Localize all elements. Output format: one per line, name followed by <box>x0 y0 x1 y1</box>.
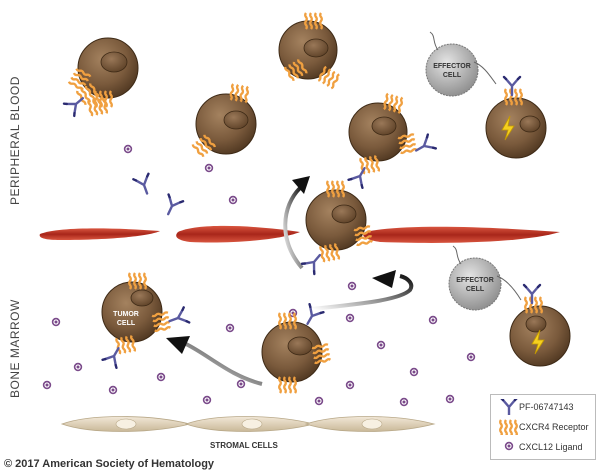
legend-label: CXCR4 Receptor <box>519 422 589 432</box>
effector-cell: EFFECTOR CELL <box>448 245 522 311</box>
stromal-nucleus <box>361 418 383 430</box>
tumor-cell <box>191 82 257 159</box>
receptor-icon <box>352 224 374 247</box>
ligand-icon <box>228 195 238 205</box>
arrow-up <box>283 186 304 270</box>
ligand-icon <box>236 379 246 389</box>
tumor-cell <box>300 179 374 276</box>
legend-label: PF-06747143 <box>519 402 574 412</box>
blood-vessels <box>39 225 560 243</box>
arrow-left-head <box>166 336 190 354</box>
ligand-icon <box>376 340 386 350</box>
ligand-icon <box>428 315 438 325</box>
ligand-icon <box>73 362 83 372</box>
migration-arrows <box>166 176 414 386</box>
antibody-icon <box>159 193 185 219</box>
tumor-cell <box>278 11 342 90</box>
effector-cell-label-line2: CELL <box>466 286 485 293</box>
ligand-icon <box>504 441 514 451</box>
tumor-cell-attacked <box>485 75 547 159</box>
ligand-icon <box>42 380 52 390</box>
receptor-icon <box>498 419 519 435</box>
ligand-icon <box>345 313 355 323</box>
vessel-middle <box>176 225 300 243</box>
effector-cell-label-line1: EFFECTOR <box>456 277 494 284</box>
ligand-icon <box>314 396 324 406</box>
legend-label: CXCL12 Ligand <box>519 442 583 452</box>
tumor-cell-labeled: TUMOR CELL <box>101 271 191 369</box>
tumor-cell <box>261 303 332 395</box>
ligand-icon <box>204 163 214 173</box>
arrow-right-head <box>372 270 396 288</box>
ligand-icon <box>202 395 212 405</box>
stromal-nucleus <box>241 418 263 430</box>
ligand-icon <box>225 323 235 333</box>
stromal-cells-label: STROMAL CELLS <box>210 441 278 450</box>
ligand-icon <box>409 367 419 377</box>
ligand-icon <box>466 352 476 362</box>
arrow-right <box>311 274 414 311</box>
ligand-icon <box>156 372 166 382</box>
effector-cell-label-line1: EFFECTOR <box>433 63 471 70</box>
ligand-icon <box>123 144 133 154</box>
free-antibodies <box>132 172 185 219</box>
effector-cell-label-line2: CELL <box>443 72 462 79</box>
antibody-icon <box>165 306 191 330</box>
ligand-icon <box>345 380 355 390</box>
ligands <box>42 144 476 407</box>
vessel-left <box>39 228 160 240</box>
receptor-icon <box>86 96 109 118</box>
legend: PF-06747143 CXCR4 Receptor CXCL12 Ligand <box>490 394 596 460</box>
stromal-nucleus <box>115 418 137 430</box>
arrow-up-head <box>292 176 310 194</box>
tumor-cell <box>347 92 437 189</box>
antibody-icon <box>132 172 156 198</box>
ligand-icon <box>399 397 409 407</box>
peripheral-blood-label: PERIPHERAL BLOOD <box>8 76 22 205</box>
tumor-cell-attacked <box>509 283 571 367</box>
copyright-text: © 2017 American Society of Hematology <box>4 458 215 470</box>
ligand-icon <box>51 317 61 327</box>
bone-marrow-label: BONE MARROW <box>8 299 22 398</box>
vessel-right <box>363 226 560 243</box>
effector-cell: EFFECTOR CELL <box>425 31 497 97</box>
arrow-left <box>185 342 263 386</box>
ligand-icon <box>445 394 455 404</box>
tumor-cell-label-line2: CELL <box>117 320 136 327</box>
tumor-cell <box>62 37 139 118</box>
ligand-icon <box>347 281 357 291</box>
antibody-icon <box>411 133 437 159</box>
stromal-cells <box>60 416 436 432</box>
tumor-cell-label-line1: TUMOR <box>113 311 139 318</box>
ligand-icon <box>108 385 118 395</box>
antibody-icon <box>499 399 519 415</box>
